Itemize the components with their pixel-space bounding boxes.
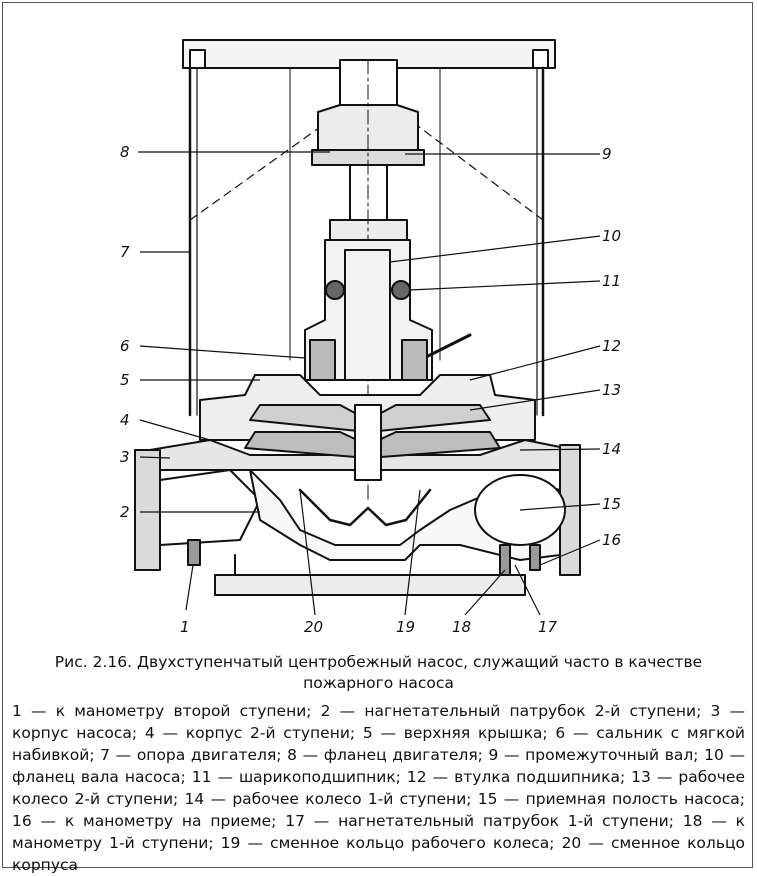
label-11: 11 [602, 272, 621, 290]
label-20: 20 [304, 618, 323, 636]
label-2: 2 [120, 503, 130, 521]
figure-caption: Рис. 2.16. Двухступенчатый центробежный … [54, 653, 703, 692]
label-12: 12 [602, 337, 621, 355]
label-16: 16 [602, 531, 621, 549]
label-1: 1 [180, 618, 190, 636]
label-8: 8 [120, 143, 130, 161]
gauge-taps [187, 539, 541, 576]
label-4: 4 [120, 411, 130, 429]
label-3: 3 [120, 448, 130, 466]
label-9: 9 [602, 145, 612, 163]
label-14: 14 [602, 440, 621, 458]
figure-legend: 1 — к манометру второй ступени; 2 — нагн… [12, 702, 745, 874]
leader-lines [138, 151, 601, 616]
bearing-housing [304, 239, 472, 381]
label-15: 15 [602, 495, 621, 513]
label-6: 6 [120, 337, 130, 355]
label-10: 10 [602, 227, 621, 245]
label-19: 19 [396, 618, 415, 636]
label-13: 13 [602, 381, 621, 399]
callout-labels: 8 9 7 10 11 6 12 5 13 4 3 14 2 15 16 17 … [120, 143, 621, 636]
label-5: 5 [120, 371, 130, 389]
label-17: 17 [538, 618, 558, 636]
label-7: 7 [120, 243, 130, 261]
impellers [244, 404, 501, 481]
label-18: 18 [452, 618, 471, 636]
